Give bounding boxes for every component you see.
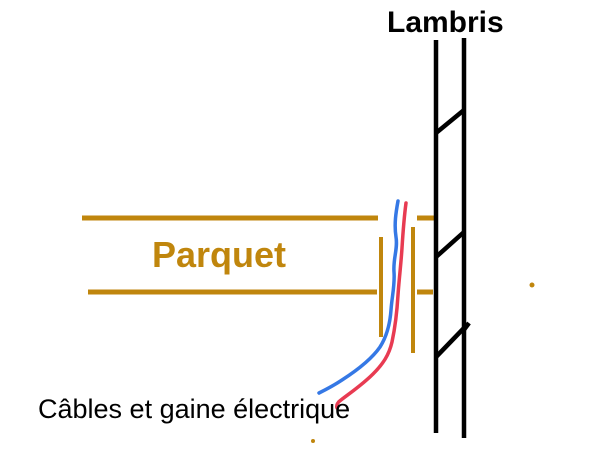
lambris-label: Lambris: [387, 6, 504, 39]
lambris-lines-group: [433, 38, 471, 438]
lambris-hatch-top: [434, 108, 466, 135]
lambris-hatch-bottom: [434, 326, 466, 359]
cable-red-line: [335, 201, 408, 410]
lambris-hatch-middle: [434, 230, 466, 259]
cables-label: Câbles et gaine électrique: [38, 394, 350, 424]
parquet-lines-group: [82, 215, 535, 443]
parquet-label: Parquet: [152, 234, 286, 275]
lambris-small-tick: [461, 321, 471, 333]
cable-blue-line: [317, 199, 400, 395]
stray-orange-dot-right: [529, 282, 535, 288]
cables-group: [317, 199, 408, 410]
stray-orange-dot-bottom: [311, 439, 315, 443]
